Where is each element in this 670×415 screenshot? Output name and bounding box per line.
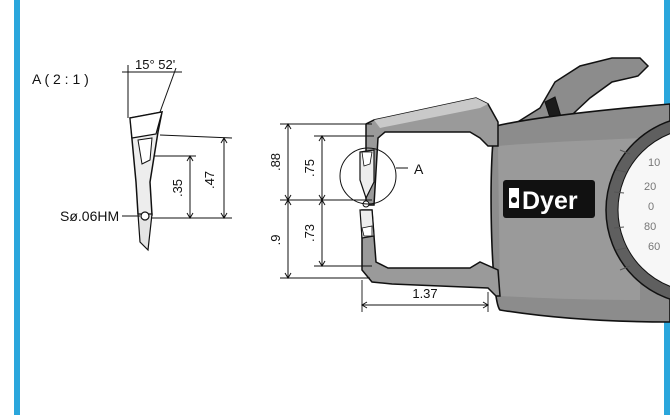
lower-jaw: [361, 209, 501, 297]
arrow: [361, 301, 368, 309]
arrow: [220, 212, 228, 219]
dial-number: 80: [644, 221, 656, 233]
arrow: [284, 199, 292, 206]
arrow: [186, 212, 194, 219]
tip-face: [361, 225, 373, 237]
tip-highlight: [137, 137, 153, 165]
dim-inner-top-label: .75: [302, 159, 317, 177]
upper-jaw-highlight: [374, 98, 488, 128]
tip-face: [361, 151, 373, 167]
detail-callout-label: A: [414, 161, 424, 177]
angle-label: 15° 52': [135, 57, 175, 72]
dial-number: 20: [644, 181, 656, 193]
left-frame-bar: [14, 0, 20, 415]
arrow: [482, 301, 489, 309]
brand-badge: [503, 180, 595, 218]
dial-ticks: [613, 149, 631, 271]
angle-ref-line-slanted: [159, 67, 177, 113]
detail-callout-circle: [339, 147, 397, 205]
brand-mark-dot: [511, 197, 517, 203]
dim-upper-label: .47: [202, 171, 217, 189]
arrow: [284, 272, 292, 279]
dial-face: [617, 133, 670, 287]
dim-outer-bottom-label: .9: [268, 235, 283, 246]
gauge-handle: [507, 57, 650, 129]
dim-outer-top-label: .88: [268, 153, 283, 171]
tip-face: [129, 111, 163, 139]
ext-line-top: [159, 134, 233, 139]
dial-number: 10: [648, 157, 660, 169]
detail-title: A ( 2 : 1 ): [32, 71, 89, 87]
dial-number: 0: [648, 201, 654, 213]
dim-lower-label: .35: [170, 179, 185, 197]
dial-number: 60: [648, 241, 660, 253]
arrow: [318, 260, 326, 267]
arrow: [318, 199, 326, 206]
tip-label: Sø.06HM: [60, 208, 119, 224]
arrow: [220, 137, 228, 144]
arrow: [284, 123, 292, 130]
arrow: [318, 135, 326, 142]
detail-view: A ( 2 : 1 ) 15° 52' .47 .35 Sø.06HM: [32, 57, 233, 252]
arrow: [186, 155, 194, 162]
gauge-view: Dyer 10 20 0 80 60 A: [268, 57, 670, 323]
dim-inner-bottom-label: .73: [302, 224, 317, 242]
gauge-body-panel: [498, 138, 640, 300]
brand-name: Dyer: [522, 187, 578, 215]
ball-tip: [140, 211, 150, 221]
dim-width-label: 1.37: [412, 286, 437, 301]
